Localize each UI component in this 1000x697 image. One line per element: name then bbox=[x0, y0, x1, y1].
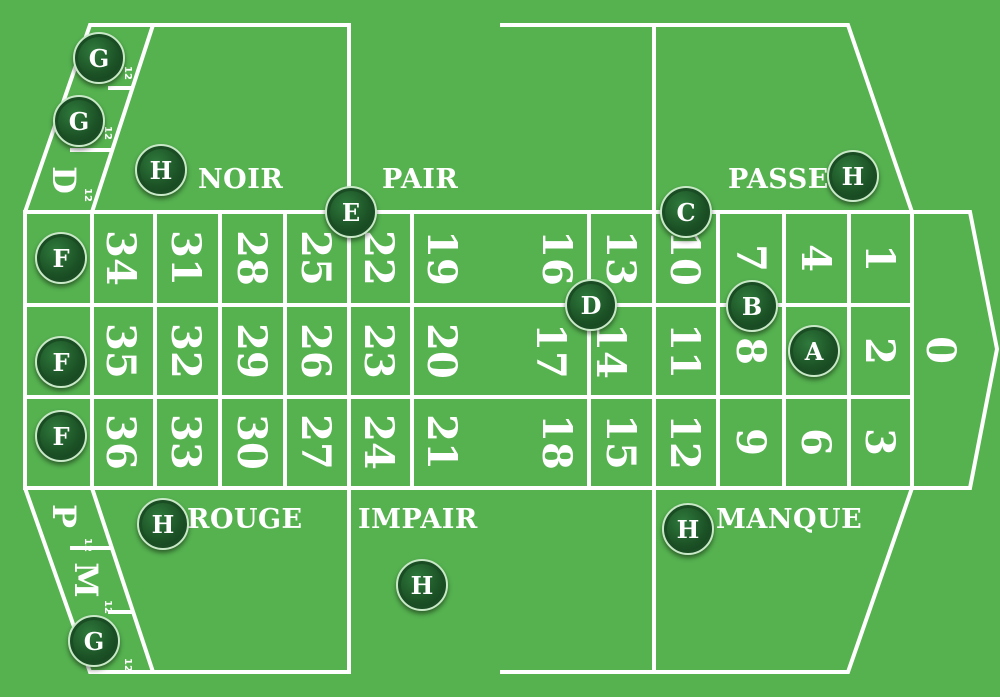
chip-e[interactable]: E bbox=[325, 186, 377, 238]
dozen-d-label[interactable]: D bbox=[45, 166, 83, 194]
chip-g-bottom[interactable]: G bbox=[68, 615, 120, 667]
passe-label[interactable]: PASSE bbox=[728, 164, 829, 195]
number-30-cell[interactable]: 30 bbox=[228, 414, 275, 470]
chip-c[interactable]: C bbox=[660, 186, 712, 238]
chip-g-top[interactable]: G bbox=[73, 32, 125, 84]
number-19-cell[interactable]: 19 bbox=[418, 230, 465, 286]
impair-label[interactable]: IMPAIR bbox=[358, 504, 478, 535]
number-25-cell[interactable]: 25 bbox=[292, 230, 339, 286]
number-35-cell[interactable]: 35 bbox=[97, 323, 144, 379]
number-3-cell[interactable]: 3 bbox=[856, 428, 903, 456]
chip-h-passe[interactable]: H bbox=[827, 150, 879, 202]
number-16-cell[interactable]: 16 bbox=[533, 230, 580, 286]
dozen-m-twelve: 12 bbox=[101, 600, 113, 614]
chip-a[interactable]: A bbox=[788, 325, 840, 377]
number-23-cell[interactable]: 23 bbox=[355, 323, 402, 379]
number-17-cell[interactable]: 17 bbox=[527, 323, 574, 379]
chip-d[interactable]: D bbox=[565, 279, 617, 331]
rouge-label[interactable]: ROUGE bbox=[187, 504, 303, 535]
dozen-bottom-twelve: 12 bbox=[121, 658, 133, 672]
chip-h-impair[interactable]: H bbox=[396, 559, 448, 611]
chip-g-second[interactable]: G bbox=[53, 95, 105, 147]
number-13-cell[interactable]: 13 bbox=[597, 230, 644, 286]
number-2-cell[interactable]: 2 bbox=[856, 337, 903, 365]
number-32-cell[interactable]: 32 bbox=[162, 323, 209, 379]
number-21-cell[interactable]: 21 bbox=[418, 414, 465, 470]
number-6-cell[interactable]: 6 bbox=[792, 428, 839, 456]
dozen-p-twelve: 12 bbox=[81, 538, 93, 552]
chip-f-bottom[interactable]: F bbox=[35, 410, 87, 462]
chip-f-middle[interactable]: F bbox=[35, 336, 87, 388]
number-18-cell[interactable]: 18 bbox=[533, 414, 580, 470]
number-11-cell[interactable]: 11 bbox=[661, 323, 708, 379]
dozen-m-label[interactable]: M bbox=[67, 562, 105, 598]
dozen-d-twelve: 12 bbox=[81, 188, 93, 202]
number-36-cell[interactable]: 36 bbox=[97, 414, 144, 470]
number-26-cell[interactable]: 26 bbox=[292, 323, 339, 379]
chip-f-top[interactable]: F bbox=[35, 232, 87, 284]
number-28-cell[interactable]: 28 bbox=[228, 230, 275, 286]
number-1-cell[interactable]: 1 bbox=[856, 244, 903, 272]
chip-b[interactable]: B bbox=[726, 280, 778, 332]
number-15-cell[interactable]: 15 bbox=[597, 414, 644, 470]
dozen-p-label[interactable]: P bbox=[45, 503, 83, 529]
number-29-cell[interactable]: 29 bbox=[228, 323, 275, 379]
chip-h-rouge[interactable]: H bbox=[137, 498, 189, 550]
number-34-cell[interactable]: 34 bbox=[97, 230, 144, 286]
number-27-cell[interactable]: 27 bbox=[292, 414, 339, 470]
number-33-cell[interactable]: 33 bbox=[162, 414, 209, 470]
chip-h-manque[interactable]: H bbox=[662, 503, 714, 555]
pair-label[interactable]: PAIR bbox=[382, 164, 459, 195]
noir-label[interactable]: NOIR bbox=[198, 164, 284, 195]
number-4-cell[interactable]: 4 bbox=[792, 244, 839, 272]
dozen-top-twelve: 12 bbox=[121, 66, 133, 80]
number-20-cell[interactable]: 20 bbox=[418, 323, 465, 379]
number-0-cell[interactable]: 0 bbox=[917, 336, 964, 364]
number-12-cell[interactable]: 12 bbox=[661, 414, 708, 470]
number-31-cell[interactable]: 31 bbox=[162, 230, 209, 286]
number-24-cell[interactable]: 24 bbox=[355, 414, 402, 470]
chip-h-noir[interactable]: H bbox=[135, 144, 187, 196]
manque-label[interactable]: MANQUE bbox=[716, 504, 863, 535]
number-9-cell[interactable]: 9 bbox=[727, 428, 774, 456]
number-7-cell[interactable]: 7 bbox=[727, 244, 774, 272]
